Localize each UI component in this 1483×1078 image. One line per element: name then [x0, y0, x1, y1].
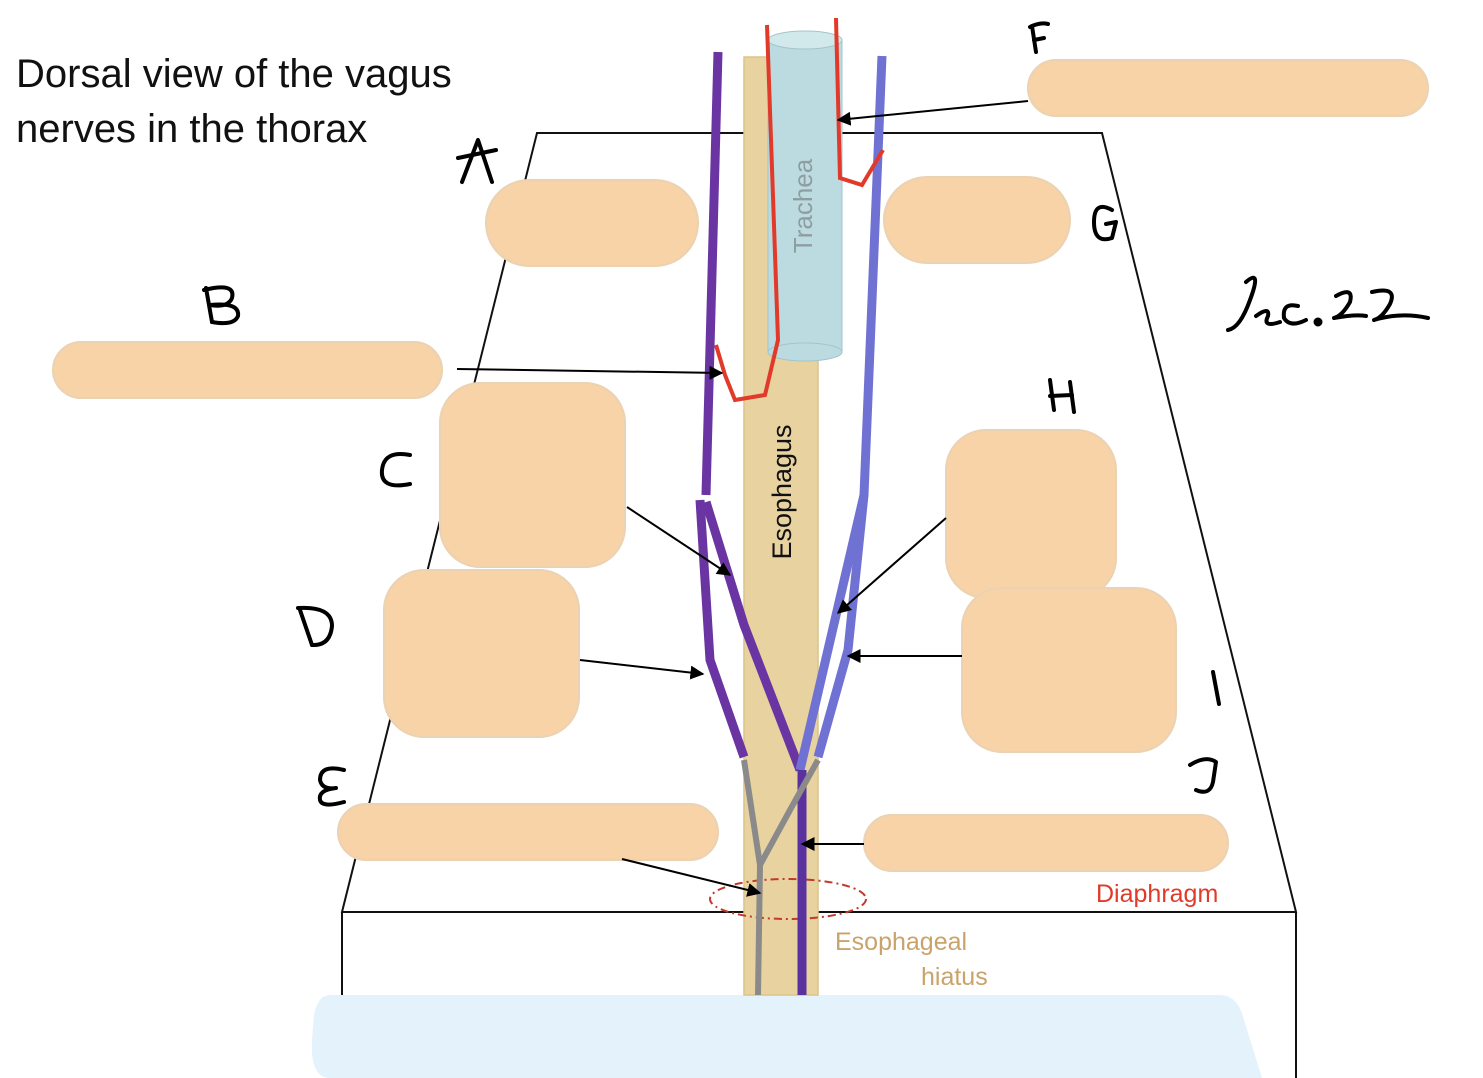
handwritten-letters [202, 21, 1430, 807]
arrow-b [456, 365, 724, 380]
letter-i [1211, 670, 1221, 706]
answer-box-j[interactable] [863, 814, 1229, 872]
letter-c [379, 452, 412, 488]
arrow-f [836, 100, 1029, 126]
answer-box-i[interactable] [961, 587, 1177, 753]
hiatus-label-line2: hiatus [921, 963, 988, 991]
left-vagus-nerve [695, 51, 805, 772]
answer-box-d[interactable] [383, 569, 580, 738]
letter-e [317, 766, 346, 807]
diagram-title-line2: nerves in the thorax [16, 107, 367, 151]
arrow-d [579, 659, 705, 680]
diagram-title-line1: Dorsal view of the vagus [16, 52, 452, 96]
diaphragm-label: Diaphragm [1096, 880, 1218, 908]
arrow-h [836, 517, 947, 614]
answer-box-b[interactable] [52, 341, 443, 399]
answer-box-a[interactable] [485, 179, 699, 267]
answer-box-f[interactable] [1027, 59, 1429, 117]
letter-h [1048, 378, 1076, 414]
trachea-label: Trachea [788, 158, 818, 253]
pointer-arrows [456, 100, 1029, 897]
answer-box-h[interactable] [945, 429, 1117, 599]
letter-j [1188, 757, 1218, 794]
letter-d [296, 605, 334, 648]
diaphragm-box [341, 912, 1297, 1078]
handwritten-note [1226, 275, 1430, 332]
answer-box-g[interactable] [883, 176, 1071, 264]
esophageal-hiatus [709, 878, 867, 920]
abdomen-region [311, 995, 1262, 1078]
answer-boxes [52, 59, 1429, 872]
letter-g [1092, 205, 1118, 242]
letter-a [456, 138, 498, 184]
gray-vagal-branches [741, 758, 821, 996]
letter-b [202, 285, 241, 326]
answer-box-c[interactable] [439, 382, 626, 568]
arrow-e [621, 858, 762, 897]
trachea [767, 30, 843, 362]
hiatus-label-line1: Esophageal [835, 928, 967, 956]
arrow-c [626, 506, 732, 576]
recurrent-laryngeal-nerves [714, 17, 885, 403]
esophagus-label: Esophagus [767, 424, 797, 559]
answer-box-e[interactable] [337, 803, 719, 861]
letter-f [1028, 21, 1050, 54]
